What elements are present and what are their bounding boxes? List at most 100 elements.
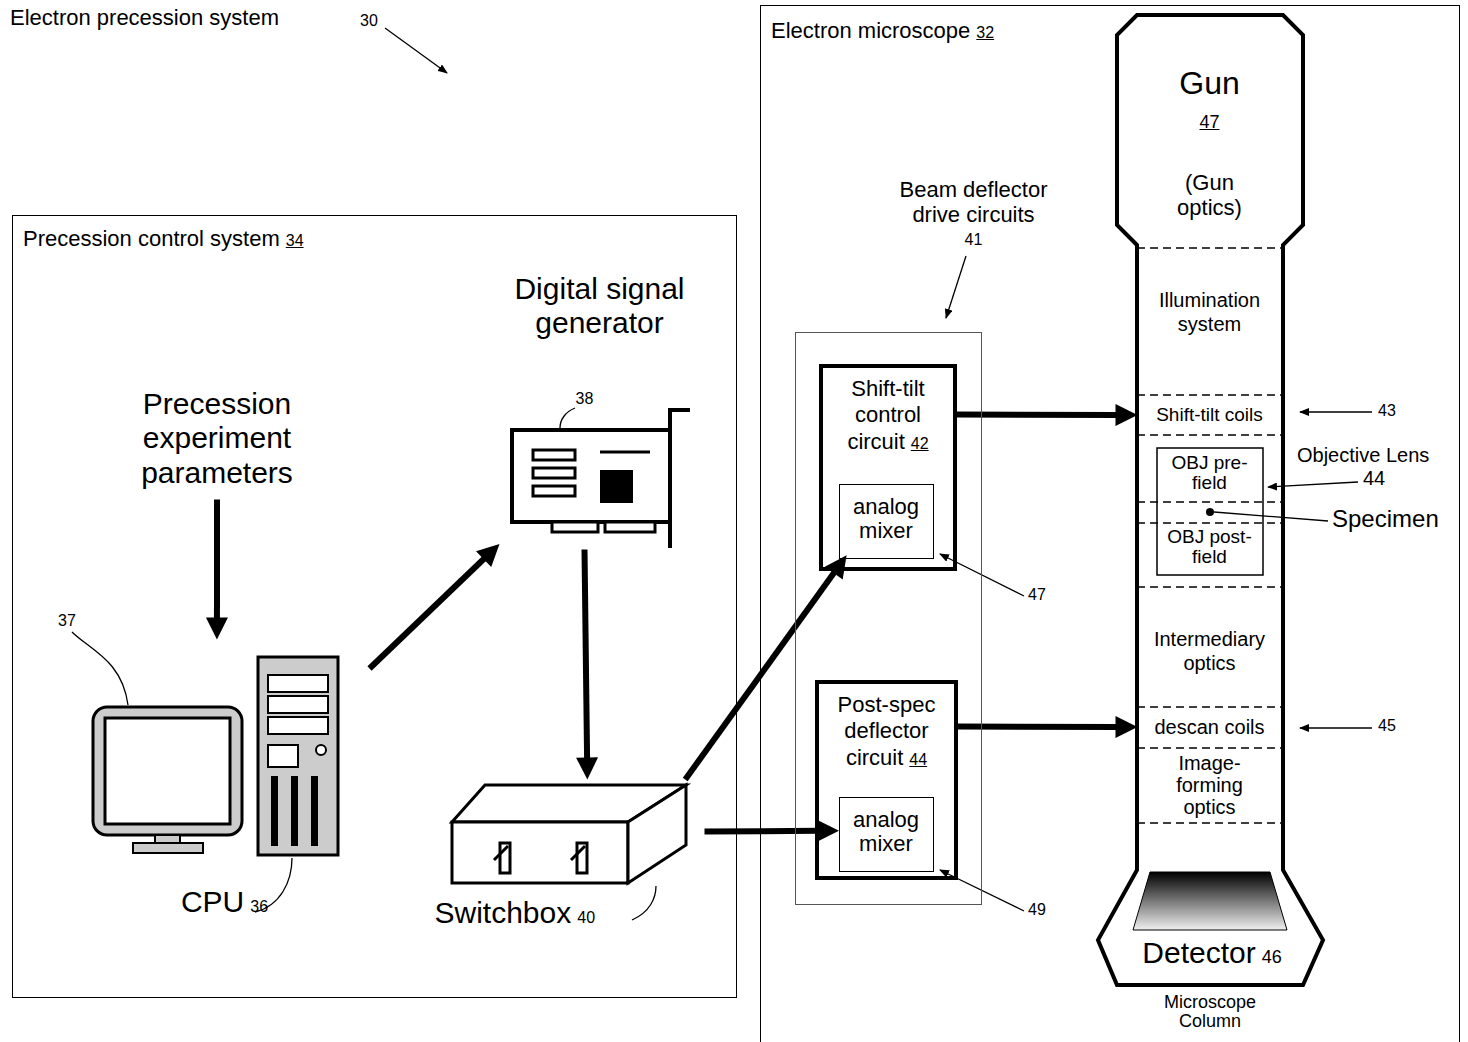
text-group: Intermediary optics xyxy=(1138,627,1282,675)
illustration-rect xyxy=(533,486,575,496)
connector-arrow xyxy=(206,500,228,640)
illustration-path xyxy=(1300,727,1372,728)
text-group: 47 xyxy=(1138,112,1282,133)
callout-number: 32 xyxy=(976,24,994,41)
text-group: analog mixer xyxy=(840,808,932,856)
callout-number: 41 xyxy=(965,231,983,248)
column-section: Intermediary optics xyxy=(1138,589,1282,705)
illustration-line xyxy=(1137,434,1283,436)
node-label: Shift-tilt coils xyxy=(1156,404,1263,425)
node-label: Intermediary optics xyxy=(1154,628,1265,674)
callout-number: 37 xyxy=(58,612,76,630)
illustration-line xyxy=(1137,394,1283,396)
illustration-path xyxy=(628,785,686,883)
illustration-path xyxy=(946,256,966,318)
annotation: Electron precession system xyxy=(10,5,279,30)
text-group: Precession experiment parameters xyxy=(115,387,320,491)
illustration-rect xyxy=(291,776,298,846)
illustration-path xyxy=(571,846,585,860)
callout-number: 43 xyxy=(1378,402,1396,420)
illustration-rect xyxy=(600,470,633,503)
illustration-path xyxy=(1133,872,1287,930)
illustration-rect xyxy=(311,776,318,846)
illustration-rect xyxy=(133,843,203,853)
arrow-head xyxy=(817,820,839,842)
callout-number: 30 xyxy=(360,12,378,30)
circuit-box: Post-spec deflector circuit44 analog mixe… xyxy=(815,680,958,880)
illustration-path xyxy=(72,632,128,705)
system-panel: Precession control system34Precession ex… xyxy=(12,215,737,998)
node-label: OBJ pre-field xyxy=(1171,452,1247,494)
text-group: Digital signal generator xyxy=(500,272,700,341)
illustration-rect xyxy=(512,430,670,522)
mixer-box: analog mixer xyxy=(839,484,934,559)
illustration-rect xyxy=(1157,448,1263,575)
node-label: Digital signal generator xyxy=(514,272,684,340)
arrow-head xyxy=(476,544,499,567)
illustration-path xyxy=(940,554,1024,596)
text-group: (Gun optics) xyxy=(1160,170,1260,221)
node-label: Image-forming optics xyxy=(1176,752,1243,818)
text-group: OBJ post-field xyxy=(1160,527,1260,569)
node-label: OBJ post-field xyxy=(1167,526,1251,568)
text-group: Precession control system34 xyxy=(23,226,523,251)
text-group: Post-spec deflector circuit44 xyxy=(819,692,954,771)
callout-number: 34 xyxy=(286,232,304,249)
text-group: Switchbox40 xyxy=(435,896,675,931)
signal-card: Digital signal generator 38 xyxy=(500,270,700,550)
illustration-rect xyxy=(268,675,328,692)
connector-arrow xyxy=(685,555,846,779)
text-group: Shift-tilt coils xyxy=(1138,404,1282,426)
callout-number: 44 xyxy=(1363,467,1385,490)
text-group: Electron microscope32 xyxy=(771,18,1171,43)
illustration-line xyxy=(600,451,650,454)
column-section: Shift-tilt coils xyxy=(1138,397,1282,434)
node-label: (Gun optics) xyxy=(1177,170,1242,220)
connector-line xyxy=(585,550,588,760)
connector-line xyxy=(705,828,820,835)
illustration-path xyxy=(560,408,575,428)
input-text: Precession experiment parameters xyxy=(115,385,320,500)
text-group: Detector46 xyxy=(1120,936,1305,971)
arrow-head xyxy=(576,757,598,779)
node-label: Gun xyxy=(1179,65,1239,101)
illustration-rect xyxy=(93,707,242,835)
node-label: Precession experiment parameters xyxy=(141,387,293,489)
text-group: OBJ pre-field xyxy=(1160,453,1260,495)
text-group: descan coils xyxy=(1138,716,1282,739)
column-section: Gun 47 (Gun optics) xyxy=(1138,55,1282,240)
illustration-line xyxy=(1137,522,1283,524)
illustration-rect xyxy=(268,717,328,734)
illustration-line xyxy=(1137,706,1283,708)
node-label: Illumination system xyxy=(1159,289,1260,335)
illustration-rect xyxy=(533,450,575,460)
callout-number: 49 xyxy=(1028,901,1046,919)
lens-field: OBJ post-field xyxy=(1160,525,1260,573)
text-group: Microscope Column xyxy=(1138,993,1283,1033)
text-group: Shift-tilt control circuit42 xyxy=(823,376,953,455)
text-group: CPU36 xyxy=(110,885,340,920)
node-label: Detector xyxy=(1142,936,1255,969)
connector-arrow xyxy=(957,404,1138,426)
illustration-rect xyxy=(258,657,338,855)
text-group: 38 xyxy=(500,390,670,408)
connector-arrow xyxy=(370,544,500,669)
node-label: analog mixer xyxy=(853,494,919,543)
connector-line xyxy=(214,500,220,620)
text-group: Beam deflector drive circuits xyxy=(874,177,1074,228)
circuit-box: Shift-tilt control circuit42 analog mixer xyxy=(819,364,957,571)
node-label: Beam deflector drive circuits xyxy=(900,177,1048,227)
illustration-path xyxy=(1300,411,1372,412)
microscope-column: Microscope Column Gun 47 (Gun optics) Illumi… xyxy=(1098,15,1323,1040)
callout-number: 42 xyxy=(911,435,929,452)
text-group: analog mixer xyxy=(840,495,932,543)
illustration-rect xyxy=(155,835,180,843)
illustration-path xyxy=(632,886,656,920)
illustration-rect xyxy=(105,718,230,824)
illustration-g xyxy=(1137,248,1283,823)
illustration-line xyxy=(1137,501,1283,503)
text-group: 41 xyxy=(874,231,1074,249)
lens-field: OBJ pre-field xyxy=(1160,451,1260,501)
callout-number: 40 xyxy=(577,909,595,926)
connector-line xyxy=(958,724,1118,730)
